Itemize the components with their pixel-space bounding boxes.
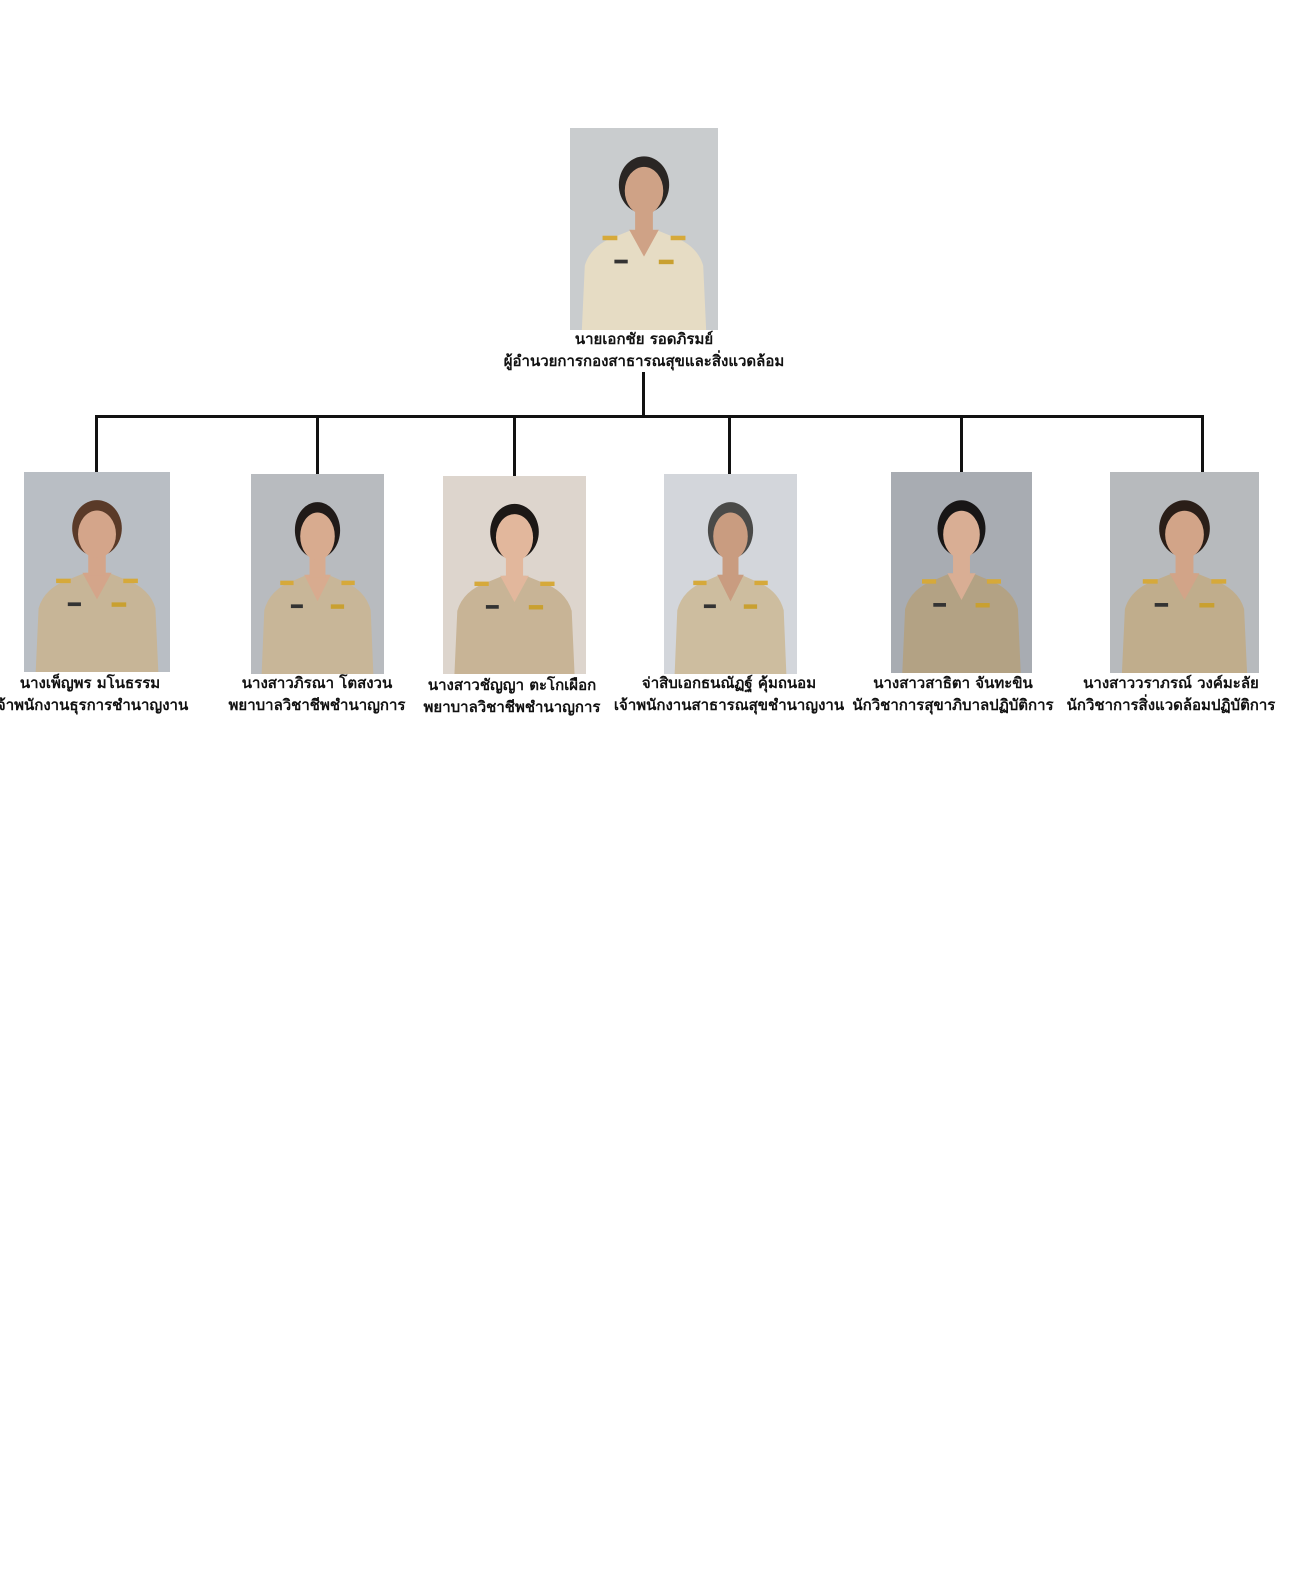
epaulette-right <box>341 580 355 586</box>
epaulette-right <box>986 579 1001 584</box>
face-shape <box>1165 510 1204 559</box>
connector-head-vertical <box>642 372 645 417</box>
staff-photo-2 <box>251 474 384 674</box>
uniform-shape <box>581 229 707 330</box>
ribbon-badge <box>658 259 674 265</box>
epaulette-right <box>1211 579 1227 584</box>
collar-shape <box>1169 573 1200 601</box>
collar-shape <box>500 575 529 603</box>
epaulette-left <box>280 580 294 586</box>
staff-title-5: นักวิชาการสุขาภิบาลปฏิบัติการ <box>852 696 1054 714</box>
collar-shape <box>629 229 659 257</box>
neck-shape <box>635 208 653 233</box>
connector-staff-2 <box>316 415 319 474</box>
connector-staff-5 <box>960 415 963 472</box>
ribbon-badge <box>975 603 990 608</box>
uniform-shape <box>454 575 575 674</box>
neck-shape <box>309 554 326 578</box>
ribbon-badge <box>111 602 127 607</box>
uniform-shape <box>902 573 1021 673</box>
epaulette-left <box>474 581 489 586</box>
staff-name-6: นางสาววราภรณ์ วงค์มะลัย <box>1083 674 1259 692</box>
epaulette-right <box>540 581 555 586</box>
head-photo <box>570 128 718 330</box>
head-title: ผู้อำนวยการกองสาธารณสุขและสิ่งแวดล้อม <box>503 352 785 370</box>
connector-horizontal-bar <box>95 415 1204 418</box>
staff-photo-5 <box>891 472 1032 673</box>
connector-staff-1 <box>95 415 98 472</box>
portrait-image <box>1110 472 1259 673</box>
collar-shape <box>82 572 112 600</box>
connector-staff-3 <box>513 415 516 476</box>
staff-photo-6 <box>1110 472 1259 673</box>
uniform-shape <box>261 574 374 674</box>
name-tag <box>290 604 303 609</box>
portrait-image <box>251 474 384 674</box>
staff-title-3: พยาบาลวิชาชีพชำนาญการ <box>423 698 601 716</box>
uniform-shape <box>674 574 787 674</box>
face-shape <box>78 510 116 558</box>
neck-shape <box>722 554 739 578</box>
staff-title-4: เจ้าพนักงานสาธารณสุขชำนาญงาน <box>613 696 845 714</box>
head-name: นายเอกชัย รอดภิรมย์ <box>574 330 714 348</box>
epaulette-right <box>670 235 686 241</box>
staff-photo-4 <box>664 474 797 674</box>
portrait-image <box>24 472 170 672</box>
face-shape <box>495 514 534 562</box>
face-shape <box>624 166 664 215</box>
face-shape <box>713 512 748 560</box>
ribbon-badge <box>1199 603 1215 608</box>
staff-title-1: เจ้าพนักงานธุรการชำนาญงาน <box>0 696 189 714</box>
name-tag <box>485 605 499 609</box>
staff-name-4: จ่าสิบเอกธนณัฏฐ์ คุ้มถนอม <box>641 674 817 692</box>
epaulette-left <box>1142 579 1158 584</box>
epaulette-right <box>754 580 768 586</box>
portrait-image <box>664 474 797 674</box>
collar-shape <box>947 573 976 601</box>
face-shape <box>943 510 980 559</box>
ribbon-badge <box>528 605 544 610</box>
connector-staff-6 <box>1201 415 1204 472</box>
staff-title-6: นักวิชาการสิ่งแวดล้อมปฏิบัติการ <box>1066 696 1276 714</box>
org-chart: นายเอกชัย รอดภิรมย์ ผู้อำนวยการกองสาธารณ… <box>0 0 1300 760</box>
uniform-shape <box>1121 573 1248 673</box>
name-tag <box>614 259 628 264</box>
epaulette-left <box>693 580 707 586</box>
staff-name-1: นางเพ็ญพร มโนธรรม <box>19 674 161 692</box>
epaulette-right <box>123 578 138 584</box>
neck-shape <box>505 555 524 579</box>
ribbon-badge <box>743 604 758 609</box>
neck-shape <box>88 552 106 576</box>
collar-shape <box>304 574 331 602</box>
neck-shape <box>953 552 970 577</box>
name-tag <box>1154 603 1169 607</box>
uniform-shape <box>35 572 159 672</box>
name-tag <box>933 603 946 607</box>
neck-shape <box>1175 552 1194 577</box>
staff-name-3: นางสาวชัญญา ตะโกเผือก <box>427 676 597 694</box>
staff-name-2: นางสาวภิรณา โตสงวน <box>241 674 393 692</box>
staff-name-5: นางสาวสาธิตา จันทะขิน <box>873 674 1033 692</box>
epaulette-left <box>56 578 71 584</box>
portrait-image <box>891 472 1032 673</box>
ribbon-badge <box>330 604 345 609</box>
name-tag <box>703 604 716 609</box>
portrait-image <box>443 476 586 674</box>
epaulette-left <box>602 235 618 241</box>
staff-photo-3 <box>443 476 586 674</box>
epaulette-left <box>922 579 937 584</box>
face-shape <box>300 512 335 560</box>
name-tag <box>67 602 81 607</box>
staff-title-2: พยาบาลวิชาชีพชำนาญการ <box>228 696 406 714</box>
collar-shape <box>717 574 744 602</box>
connector-staff-4 <box>728 415 731 474</box>
portrait-image <box>570 128 718 330</box>
staff-photo-1 <box>24 472 170 672</box>
